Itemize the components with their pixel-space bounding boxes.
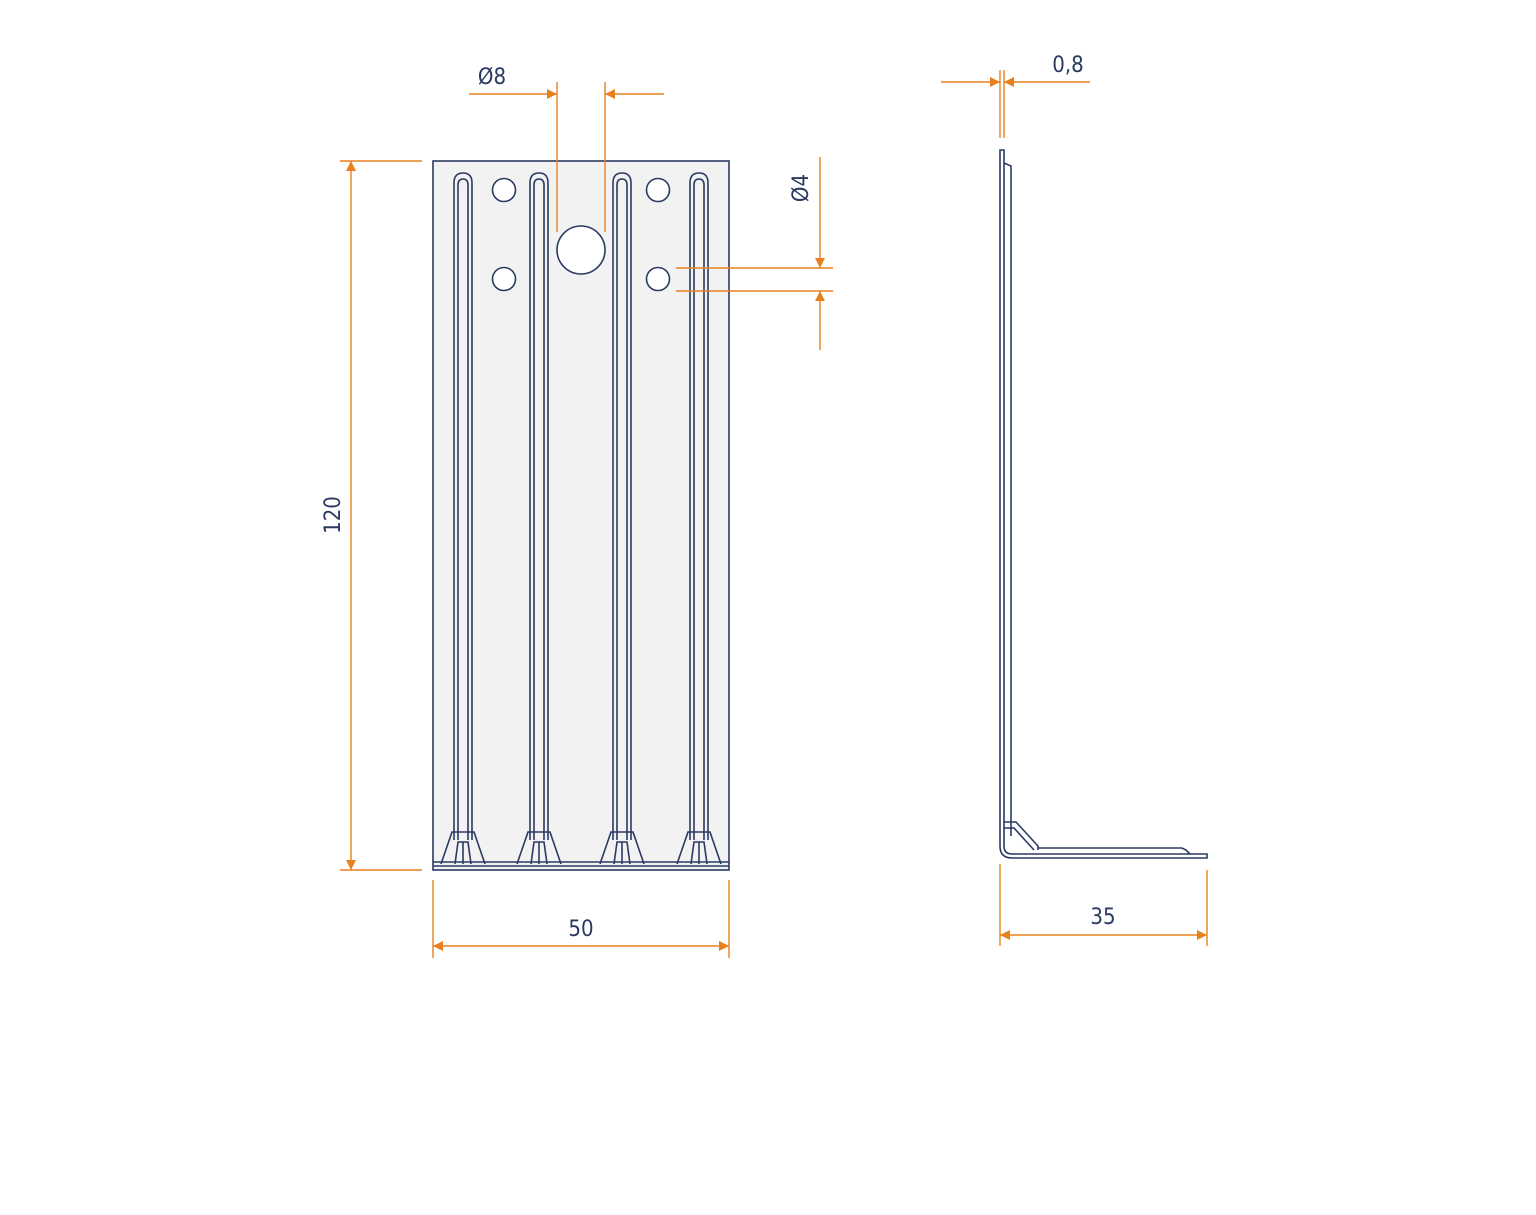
- dimension-hole-large: Ø8: [469, 65, 664, 232]
- rib-4: [676, 172, 722, 865]
- hole-small: [491, 266, 517, 292]
- rib-2: [516, 172, 562, 865]
- front-view: [432, 160, 730, 871]
- dimension-leg-length: 35: [999, 864, 1208, 946]
- rib-3: [599, 172, 645, 865]
- front-plate: [432, 160, 730, 871]
- dimension-label-width: 50: [568, 917, 593, 942]
- dimension-label-thickness: 0,8: [1052, 53, 1083, 78]
- dimension-label-hole-small: Ø4: [789, 174, 814, 202]
- dimension-label-hole-large: Ø8: [478, 65, 506, 90]
- hole-small: [645, 266, 671, 292]
- dimension-thickness: 0,8: [941, 53, 1090, 138]
- dimension-height: 120: [321, 160, 422, 871]
- hole-small: [645, 177, 671, 203]
- rib-1: [440, 172, 486, 865]
- hole-small: [491, 177, 517, 203]
- hole-large: [556, 225, 606, 275]
- angle-profile: [999, 149, 1208, 859]
- dimension-label-height: 120: [321, 496, 346, 534]
- side-view: [999, 149, 1208, 859]
- dimension-label-leg-length: 35: [1090, 905, 1115, 930]
- dimension-hole-small: Ø4: [676, 157, 833, 350]
- dimensions: Ø8 Ø4 120 50: [321, 53, 1208, 958]
- dimension-width: 50: [432, 880, 730, 958]
